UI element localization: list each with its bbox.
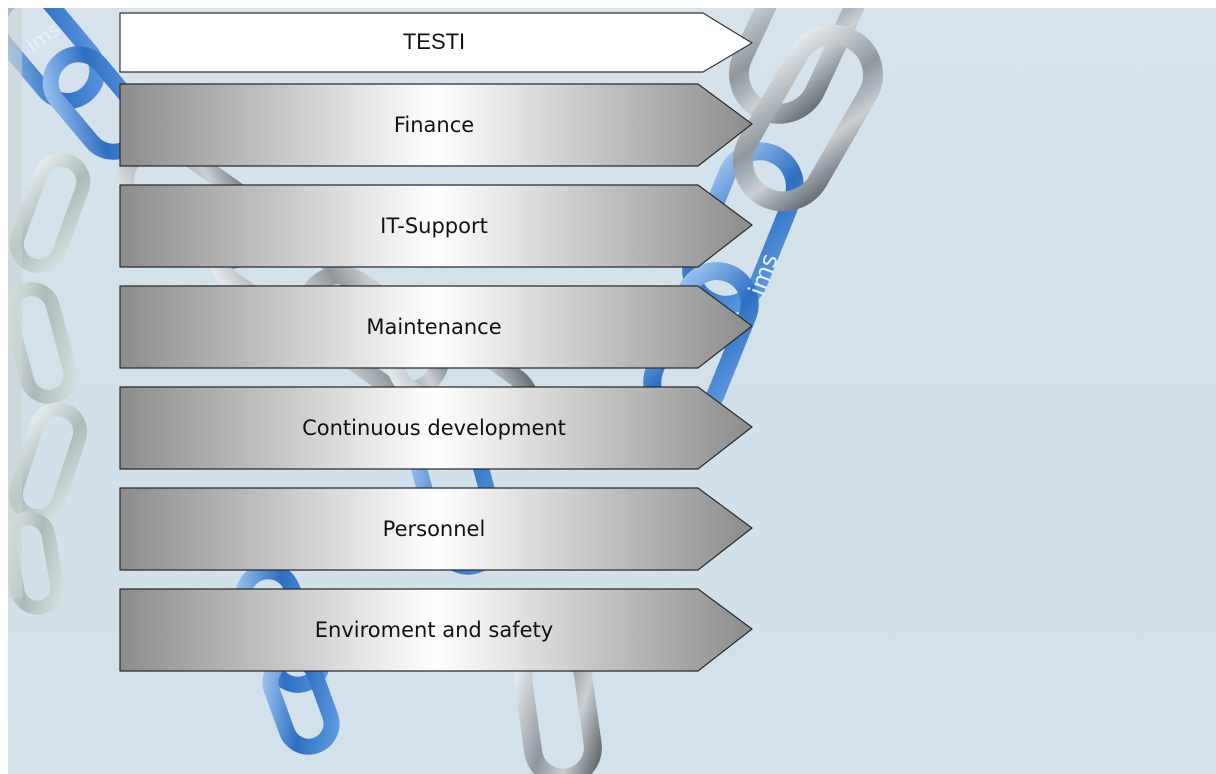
menu-item-it-support[interactable]: IT-Support (118, 183, 754, 269)
arrow-shape (119, 386, 753, 470)
arrow-shape (119, 588, 753, 672)
menu-item-enviroment-and-safety[interactable]: Enviroment and safety (118, 587, 754, 673)
menu-item-label: Maintenance (366, 315, 502, 339)
arrow-shape (119, 487, 753, 571)
menu-item-label: Enviroment and safety (314, 618, 554, 642)
arrow-shape (119, 285, 753, 369)
header-arrow-label: TESTI (402, 29, 466, 54)
arrow-shape (119, 83, 753, 167)
menu-item-maintenance[interactable]: Maintenance (118, 284, 754, 370)
header-arrow-testi[interactable]: TESTI (118, 10, 754, 74)
menu-panel: TESTI Finance (118, 8, 758, 774)
menu-item-label: IT-Support (380, 214, 488, 238)
menu-item-continuous-development[interactable]: Continuous development (118, 385, 754, 471)
menu-item-label: Continuous development (302, 416, 566, 440)
menu-item-label: Finance (393, 113, 475, 137)
main-view: ims ims (8, 8, 1216, 774)
menu-item-personnel[interactable]: Personnel (118, 486, 754, 572)
arrow-shape (119, 184, 753, 268)
header-arrow-shape (119, 12, 753, 73)
menu-item-finance[interactable]: Finance (118, 82, 754, 168)
menu-item-label: Personnel (382, 517, 486, 541)
